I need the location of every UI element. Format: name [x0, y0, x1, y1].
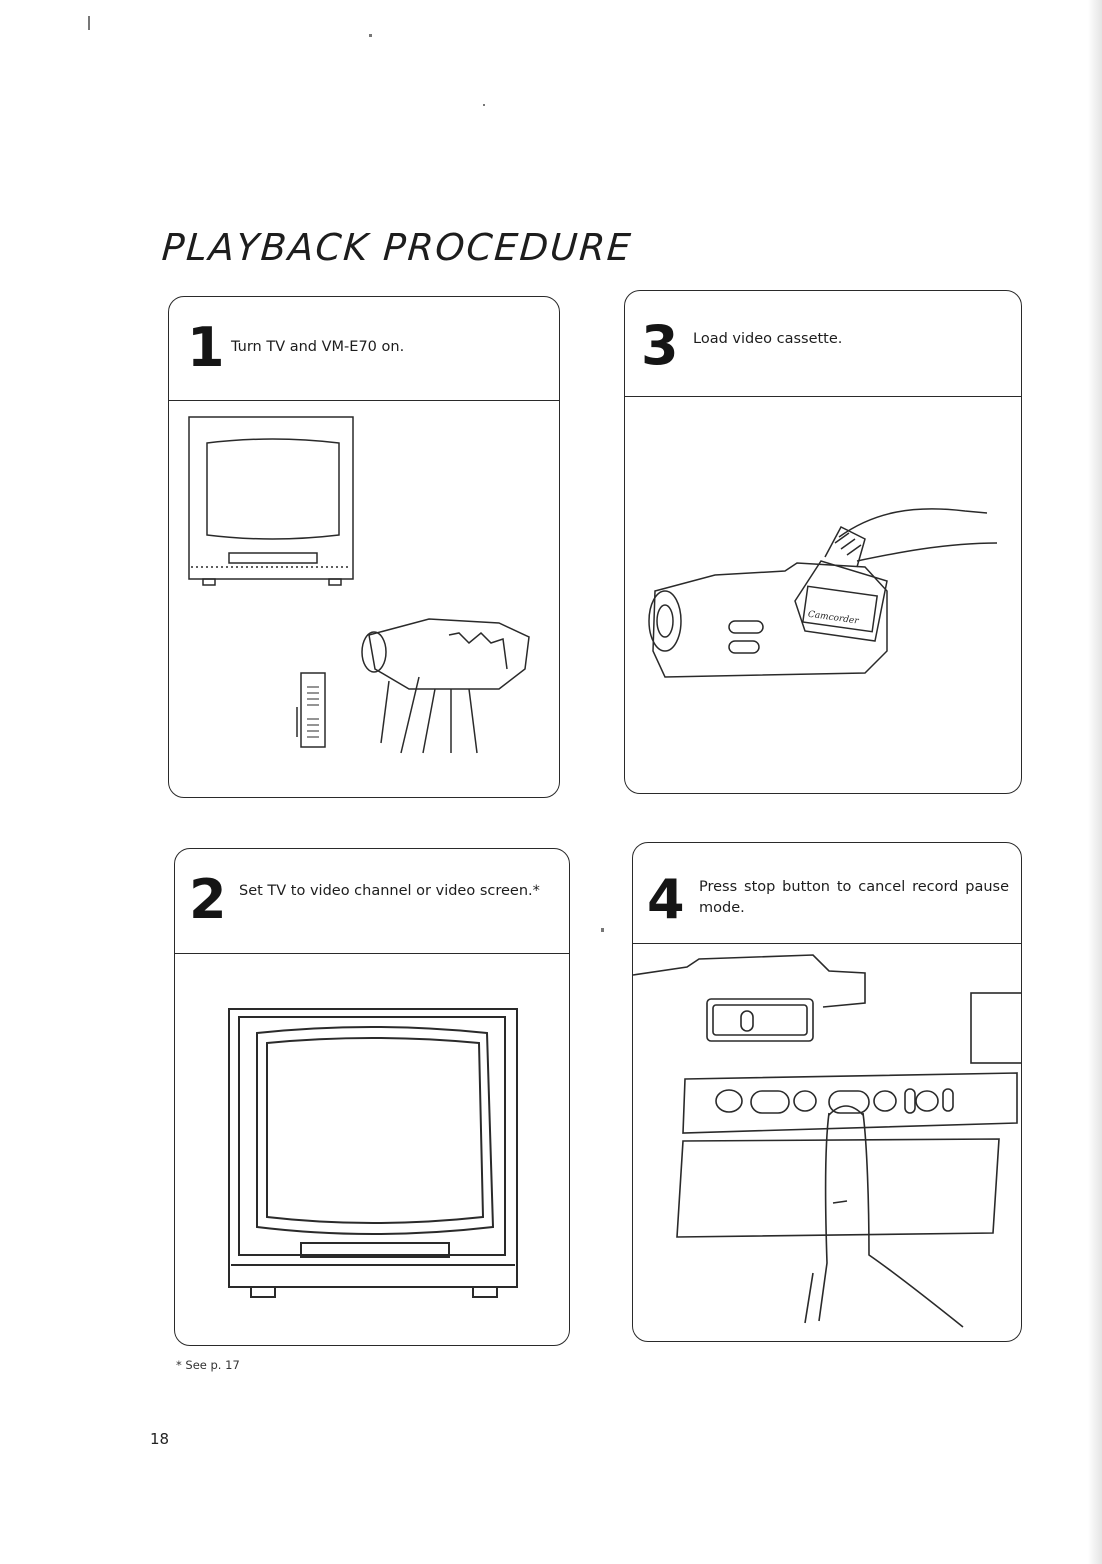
- step-2-panel: 2 Set TV to video channel or video scree…: [174, 848, 570, 1346]
- step-1-panel: 1 Turn TV and VM-E70 on.: [168, 296, 560, 798]
- tv-and-camcorder-illustration: [169, 297, 560, 798]
- page-title: PLAYBACK PROCEDURE: [160, 226, 633, 269]
- footnote: * See p. 17: [176, 1358, 240, 1372]
- scan-speck: [369, 34, 372, 37]
- tv-video-screen-illustration: [175, 849, 570, 1346]
- step-4-panel: 4 Press stop button to cancel record pau…: [632, 842, 1022, 1342]
- scan-edge-shadow: [1088, 0, 1102, 1564]
- step-3-panel: 3 Load video cassette. Camcorder: [624, 290, 1022, 794]
- scan-speck: [601, 928, 604, 932]
- page-number: 18: [150, 1430, 169, 1448]
- scan-speck: [88, 16, 90, 30]
- scan-speck: [483, 104, 485, 106]
- camcorder-cassette-illustration: Camcorder: [625, 291, 1022, 794]
- stop-button-illustration: [633, 843, 1022, 1342]
